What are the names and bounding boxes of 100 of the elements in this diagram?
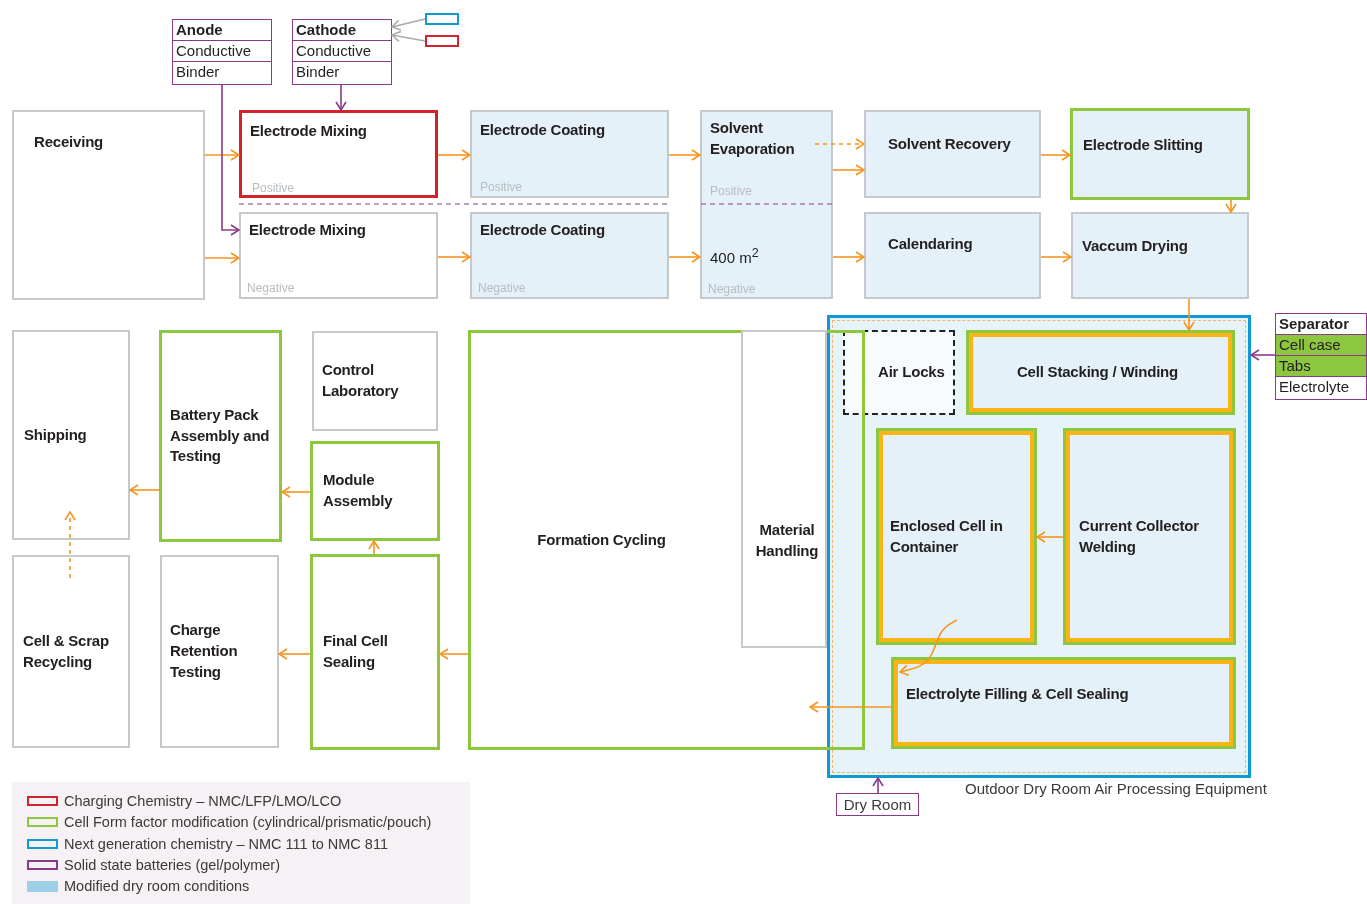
flow-arrow <box>368 540 380 555</box>
flow-arrow <box>899 619 958 676</box>
side-label: Negative <box>708 282 756 296</box>
legend-label: Modified dry room conditions <box>64 878 250 895</box>
step-label: Formation Cycling <box>537 529 666 550</box>
label-tag <box>836 793 919 816</box>
step-label: Cell & Scrap Recycling <box>23 630 110 672</box>
zone-caption: Outdoor Dry Room Air Processing Equipment <box>965 780 1267 797</box>
flow-arrow <box>204 252 240 264</box>
process-box <box>1071 212 1249 299</box>
flow-arrow <box>391 18 426 31</box>
process-box <box>160 555 279 748</box>
material-row: Tabs <box>1276 356 1366 377</box>
step-label: Electrode Mixing <box>250 121 368 141</box>
step-label: Module Assembly <box>323 470 394 511</box>
process-box <box>310 441 440 541</box>
flow-arrow <box>1036 531 1064 543</box>
flow-arrow <box>1225 199 1237 213</box>
material-row: Conductive <box>293 41 391 62</box>
step-label: Control Laboratory <box>322 360 400 401</box>
flow-arrow <box>278 648 311 660</box>
flow-arrow <box>437 149 471 161</box>
step-label: Enclosed Cell in Container <box>890 515 1004 557</box>
process-box <box>864 212 1041 299</box>
flow-arrow <box>439 648 469 660</box>
process-box <box>700 110 833 299</box>
flow-arrow <box>129 484 160 496</box>
side-label: Positive <box>480 180 523 194</box>
process-box <box>470 212 669 299</box>
step-label: Calendaring <box>888 234 974 254</box>
step-label: Solvent Evaporation <box>710 118 796 159</box>
key-box <box>425 13 459 25</box>
step-label: Battery Pack Assembly and Testing <box>170 404 271 467</box>
process-box <box>876 428 1037 645</box>
step-label: Solvent Recovery <box>888 134 1012 154</box>
legend-label: Charging Chemistry – NMC/LFP/LMO/LCO <box>64 793 342 809</box>
legend-label: Solid state batteries (gel/polymer) <box>64 856 280 873</box>
process-box <box>312 331 438 431</box>
flow-arrow <box>437 251 471 263</box>
flow-arrow <box>221 84 240 236</box>
flow-arrow <box>668 251 701 263</box>
flow-arrow <box>832 164 865 176</box>
materials-table <box>1275 313 1367 400</box>
process-box <box>1063 428 1236 645</box>
step-label: Electrode Coating <box>480 220 606 240</box>
flow-arrow <box>1250 349 1276 361</box>
flow-arrow <box>335 84 347 111</box>
process-box <box>310 554 440 750</box>
step-label: Charge Retention Testing <box>170 620 239 682</box>
process-box <box>864 110 1041 198</box>
step-label: Material Handling <box>755 520 819 561</box>
step-label: Shipping <box>24 424 88 445</box>
material-row: Conductive <box>173 41 271 62</box>
dry-room-zone <box>827 315 1251 778</box>
materials-table <box>292 19 392 85</box>
materials-table <box>172 19 272 85</box>
process-box <box>966 330 1235 415</box>
area-label: 400 m$^{2}$ <box>710 246 759 266</box>
step-label: Electrode Coating <box>480 120 606 140</box>
step-label: Receiving <box>34 132 105 152</box>
material-row-text: Electrolyte <box>1278 377 1351 397</box>
material-row: Anode <box>173 20 271 41</box>
flow-arrow <box>1040 251 1072 263</box>
zone-label: Dry Room <box>843 796 912 813</box>
flow-arrow <box>204 149 240 161</box>
side-label: Positive <box>252 181 295 195</box>
material-row: Cell case <box>1276 335 1366 356</box>
key-box <box>425 35 459 47</box>
flow-arrow <box>64 511 76 579</box>
process-box <box>12 330 130 540</box>
flow-arrow <box>809 701 892 713</box>
step-label: Electrolyte Filling & Cell Sealing <box>906 684 1130 704</box>
flow-arrow <box>872 777 884 794</box>
process-box <box>239 212 438 299</box>
process-box <box>12 110 205 300</box>
process-box <box>1070 108 1250 200</box>
process-box <box>159 330 282 542</box>
step-label: Cell Stacking / Winding <box>1016 362 1179 383</box>
flow-arrow <box>832 251 865 263</box>
flow-arrow <box>814 138 865 150</box>
step-label: Electrode Mixing <box>249 220 367 240</box>
flow-arrow <box>281 486 311 498</box>
side-label: Negative <box>247 281 295 295</box>
side-label: Negative <box>478 281 526 295</box>
legend-label: Cell Form factor modification (cylindrical/prismatic/pouch) <box>64 814 432 831</box>
flow-arrow <box>391 30 426 43</box>
flow-arrow <box>668 149 701 161</box>
process-box <box>470 110 669 198</box>
air-lock-zone <box>843 330 955 415</box>
step-label: Vaccum Drying <box>1082 236 1189 256</box>
material-row-text: Binder <box>175 62 221 82</box>
process-box <box>741 330 827 648</box>
side-label: Positive <box>710 184 753 198</box>
flow-arrow <box>1040 149 1071 161</box>
step-label: Electrode Slitting <box>1083 135 1204 155</box>
material-row: Cathode <box>293 20 391 41</box>
process-box <box>239 110 438 198</box>
process-area <box>468 330 865 750</box>
process-box <box>891 657 1236 749</box>
legend-label: Next generation chemistry – NMC 111 to NMC 811 <box>64 835 388 852</box>
